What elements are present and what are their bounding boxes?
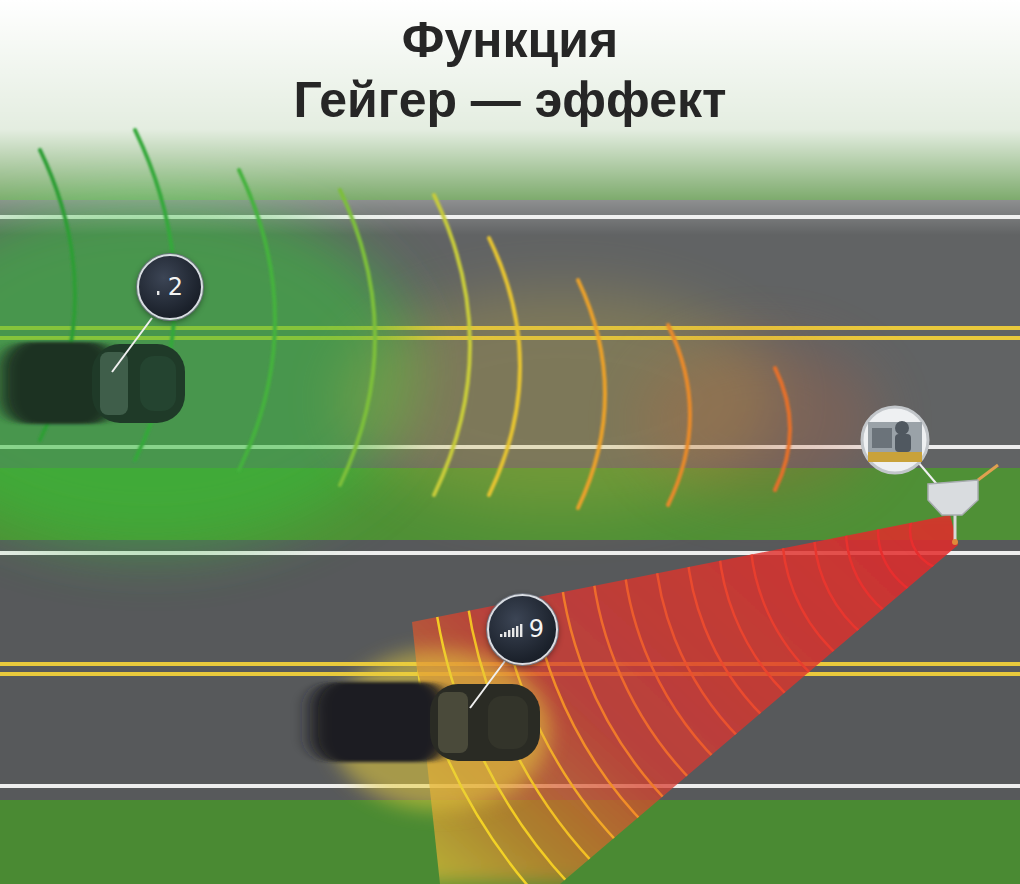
- signal-bars: [157, 279, 163, 295]
- signal-bars: [500, 621, 524, 637]
- callout-number: 2: [168, 273, 183, 301]
- car-bottom: [310, 682, 540, 762]
- page-title: Функция Гейгер — эффект: [0, 10, 1020, 130]
- callout-bubble: 9: [487, 594, 558, 665]
- callout-number: 9: [529, 615, 544, 643]
- speed-camera: [928, 465, 998, 545]
- title-text: Функция Гейгер — эффект: [293, 12, 726, 128]
- callout-bubble: 2: [137, 254, 203, 320]
- camera-photo: [862, 407, 928, 473]
- car-top: [0, 342, 185, 424]
